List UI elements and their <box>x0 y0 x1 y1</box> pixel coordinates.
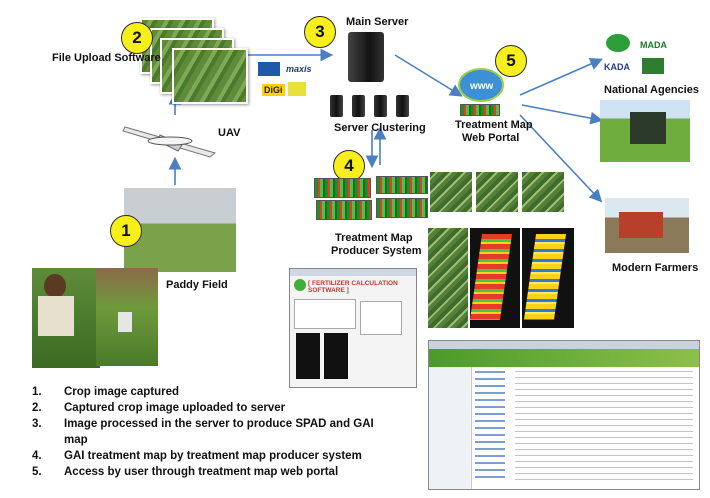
server-clustering-label: Server Clustering <box>334 122 426 134</box>
step-circle-3: 3 <box>304 16 336 48</box>
farmer-photo <box>32 268 100 368</box>
aerial-strip-map <box>428 228 468 328</box>
cluster-server-4 <box>396 95 409 117</box>
agency-logo-1 <box>606 34 630 52</box>
producer-map-4 <box>376 198 428 218</box>
producer-map-2 <box>376 176 428 194</box>
tractor-photo-2 <box>605 198 689 253</box>
step-item: 1.Crop image captured <box>32 386 180 398</box>
agency-logo-mada: MADA <box>640 40 667 50</box>
portal-label-line1: Treatment Map <box>455 119 533 131</box>
uav-label: UAV <box>218 127 241 139</box>
fertilizer-software-window: [ FERTILIZER CALCULATION SOFTWARE ] <box>289 268 417 388</box>
main-server-icon <box>348 32 384 82</box>
crop-measure-photo <box>96 268 158 366</box>
web-portal-screenshot <box>428 340 700 490</box>
tractor-photo-1 <box>600 100 690 162</box>
step-item: 3.Image processed in the server to produ… <box>32 418 374 430</box>
producer-map-1 <box>314 178 371 198</box>
producer-label-line2: Producer System <box>331 245 422 257</box>
telco-logo-maxis: maxis <box>286 64 312 74</box>
arrow-server-to-portal <box>394 54 463 97</box>
portal-label-line2: Web Portal <box>462 132 520 144</box>
step-item: 2.Captured crop image uploaded to server <box>32 402 286 414</box>
telco-logo-celcom <box>258 62 280 76</box>
aerial-photo-4 <box>172 48 248 104</box>
cluster-server-3 <box>374 95 387 117</box>
producer-label-line1: Treatment Map <box>335 232 413 244</box>
cluster-server-2 <box>352 95 365 117</box>
uav-image <box>122 126 217 158</box>
paddy-field-photo <box>124 188 236 272</box>
globe-icon: www <box>458 68 504 102</box>
national-agencies-label: National Agencies <box>604 84 699 96</box>
agency-logo-kada: KADA <box>604 62 630 72</box>
file-upload-label: File Upload Software <box>52 52 161 64</box>
aerial-tile-1 <box>430 172 472 212</box>
gai-map-red <box>469 228 520 328</box>
cluster-server-1 <box>330 95 343 117</box>
arrow-portal-to-farmers <box>519 114 603 203</box>
modern-farmers-label: Modern Farmers <box>612 262 699 274</box>
arrow-portal-to-agencies <box>519 57 603 96</box>
main-server-label: Main Server <box>346 16 409 28</box>
step-circle-1: 1 <box>110 215 142 247</box>
aerial-tile-3 <box>522 172 564 212</box>
telco-logo-digi: DiGi <box>262 84 285 96</box>
software-title: [ FERTILIZER CALCULATION SOFTWARE ] <box>308 280 398 294</box>
gai-map-yellow <box>522 228 574 328</box>
telco-logo-p1 <box>288 82 306 96</box>
svg-text:www: www <box>469 81 494 92</box>
paddy-field-label: Paddy Field <box>166 279 228 291</box>
arrow-portal-to-tractor1 <box>521 104 604 125</box>
producer-map-3 <box>316 200 372 220</box>
aerial-tile-2 <box>476 172 518 212</box>
step-circle-5: 5 <box>495 45 527 77</box>
agency-logo-4 <box>642 58 664 74</box>
step-circle-2: 2 <box>121 22 153 54</box>
step-item: 4.GAI treatment map by treatment map pro… <box>32 450 362 462</box>
step-item: 5.Access by user through treatment map w… <box>32 466 339 478</box>
step-item-continuation: map <box>64 434 88 446</box>
steps-list: 1.Crop image captured 2.Captured crop im… <box>32 384 374 480</box>
portal-map-thumb <box>460 104 500 116</box>
